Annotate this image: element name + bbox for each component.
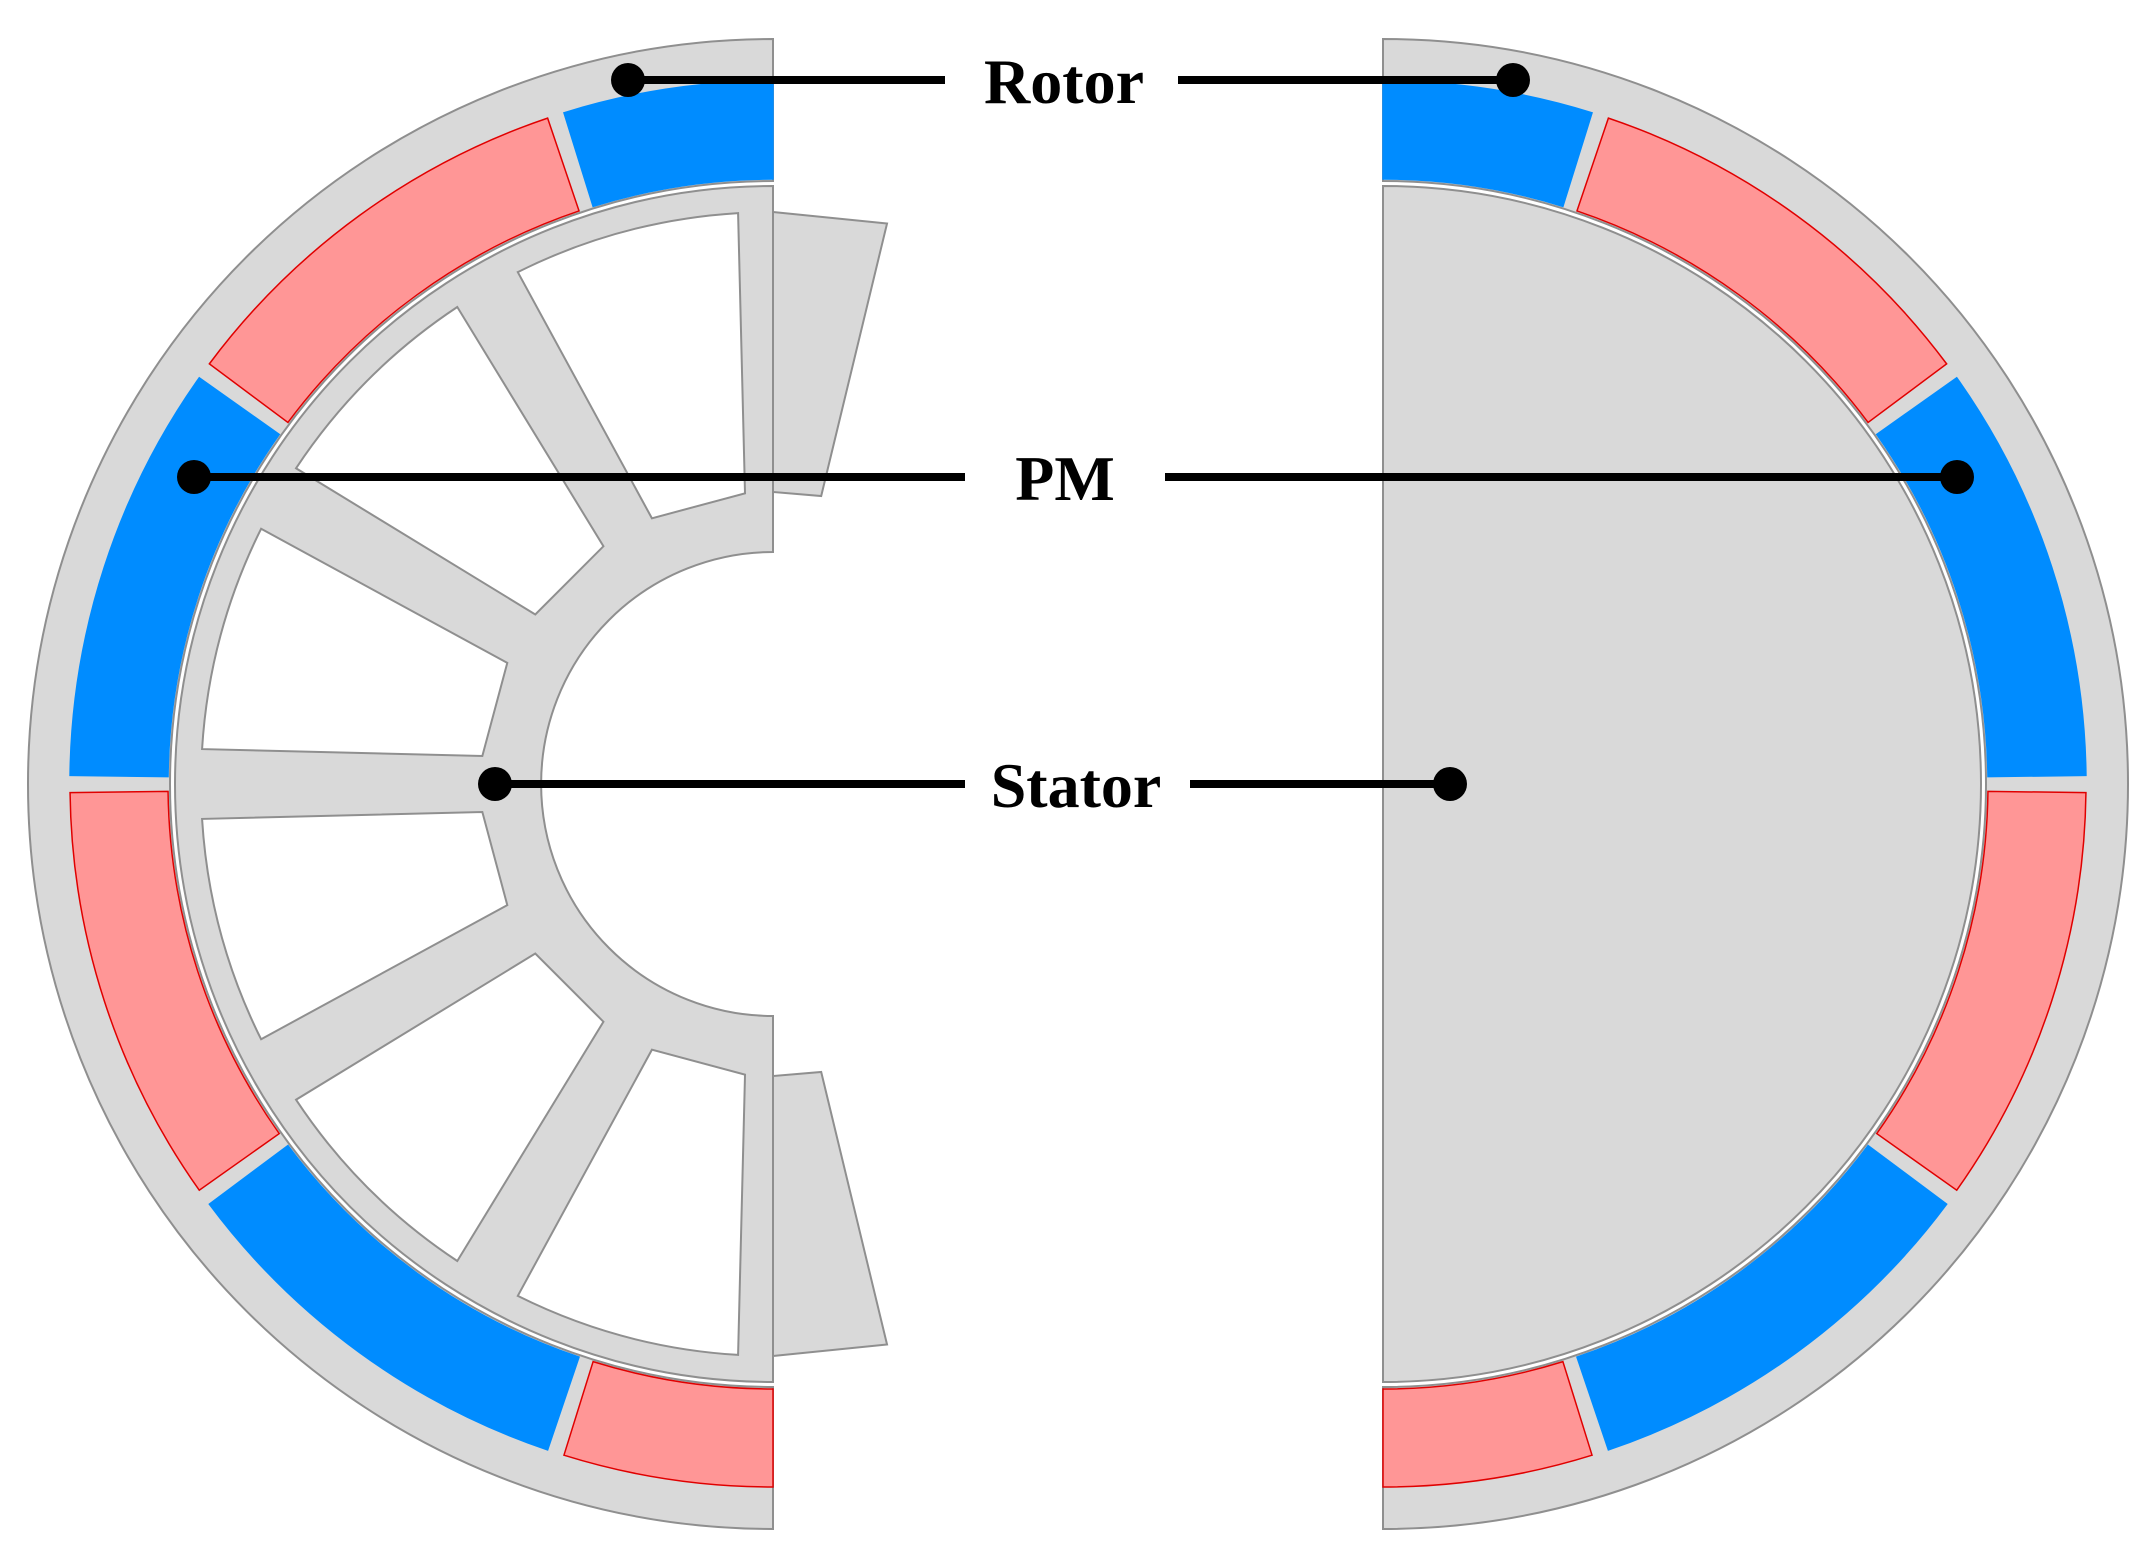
magnet-south-pole bbox=[1576, 1144, 1948, 1451]
magnet-north-pole bbox=[1382, 1360, 1593, 1488]
stator-leader-dot-left bbox=[478, 767, 512, 801]
magnet-north-pole bbox=[1875, 790, 2087, 1192]
pm-callout: PM bbox=[177, 443, 1974, 514]
right-half-section bbox=[1382, 37, 2129, 1531]
magnet-north-pole bbox=[69, 790, 281, 1192]
magnet-north-pole bbox=[208, 117, 580, 424]
rotor-leader-dot-left bbox=[611, 63, 645, 97]
rotor-leader-dot-right bbox=[1496, 63, 1530, 97]
magnet-south-pole bbox=[1382, 80, 1593, 208]
magnet-north-pole bbox=[563, 1360, 774, 1488]
solid-stator bbox=[1382, 184, 1982, 1384]
rotor-label: Rotor bbox=[984, 46, 1144, 117]
pm-label: PM bbox=[1015, 443, 1115, 514]
rotor-callout: Rotor bbox=[611, 46, 1530, 117]
stator-callout: Stator bbox=[478, 750, 1467, 821]
magnet-north-pole bbox=[1576, 117, 1948, 424]
pm-leader-dot-right bbox=[1940, 460, 1974, 494]
stator-leader-dot-right bbox=[1433, 767, 1467, 801]
magnet-south-pole bbox=[208, 1144, 580, 1451]
magnet-ring-right bbox=[1382, 80, 2087, 1488]
stator-label: Stator bbox=[991, 750, 1162, 821]
pm-leader-dot-left bbox=[177, 460, 211, 494]
